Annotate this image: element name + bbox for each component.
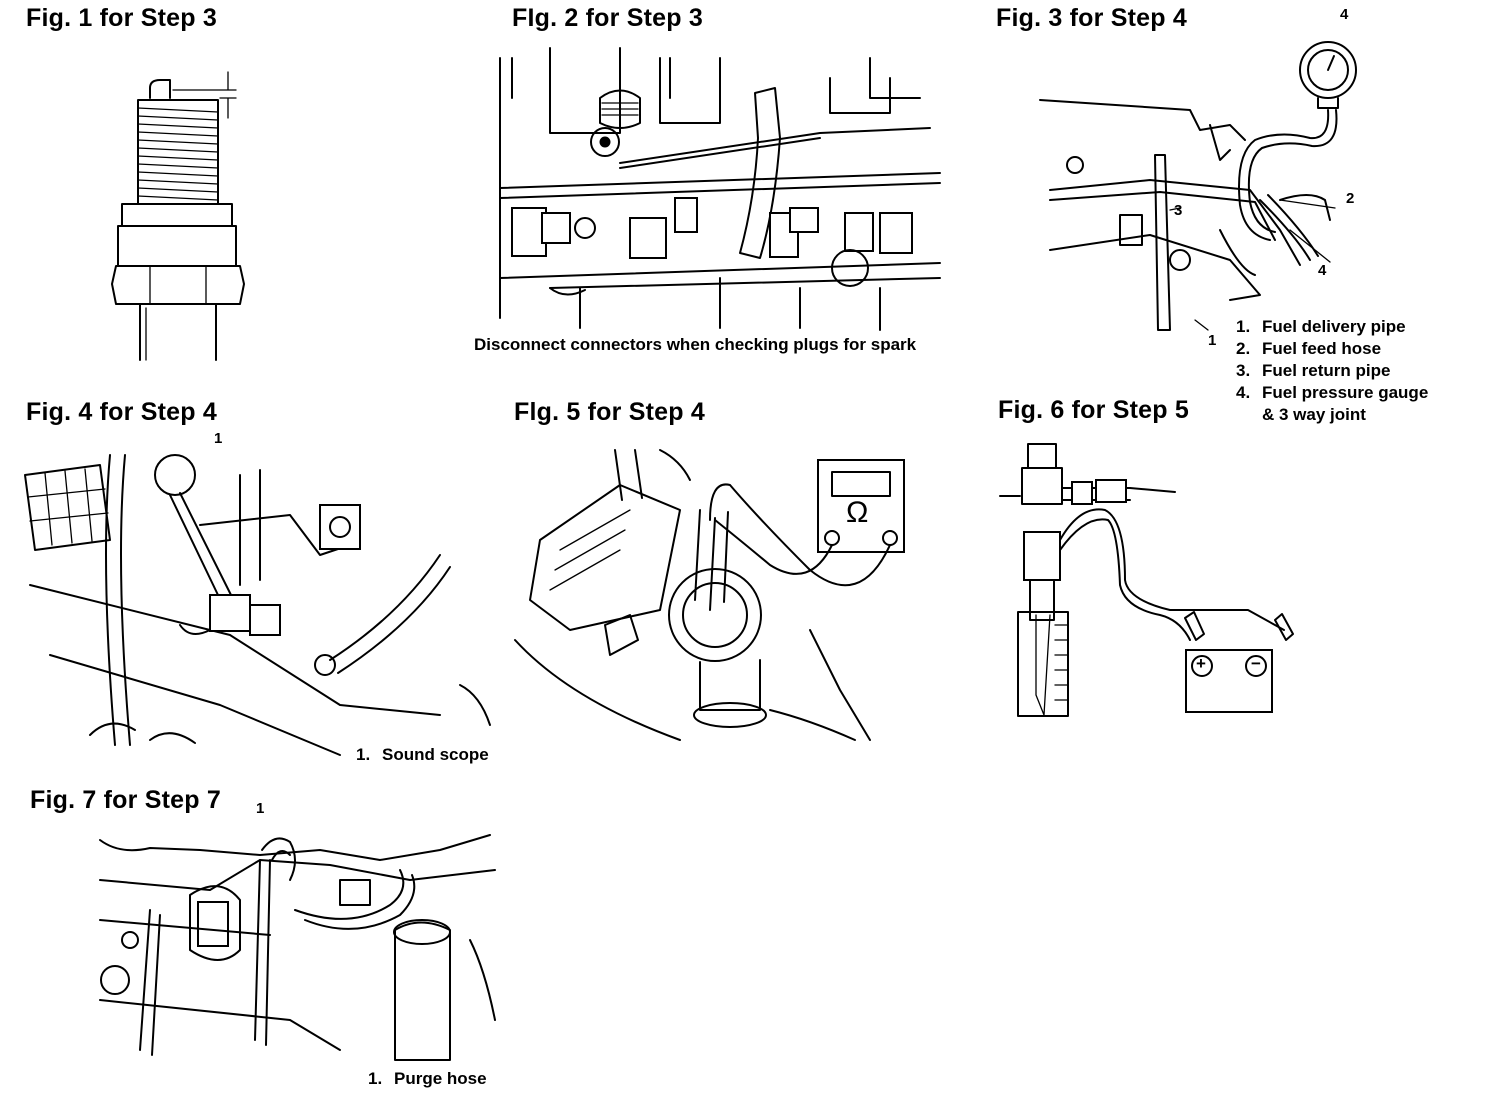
sound-scope-engine-illustration — [20, 445, 500, 765]
fig1-title: Fig. 1 for Step 3 — [26, 4, 217, 32]
fig3-legend: 1.Fuel delivery pipe 2.Fuel feed hose 3.… — [1236, 316, 1428, 426]
fig3-legend-item: 4.Fuel pressure gauge — [1236, 383, 1429, 402]
fig5-title: Flg. 5 for Step 4 — [514, 398, 705, 426]
spark-plug-illustration — [100, 60, 260, 365]
fig3-legend-item: & 3 way joint — [1262, 405, 1366, 424]
fig5-ohm-symbol: Ω — [846, 496, 869, 529]
fig3-callout-1: 1 — [1208, 332, 1217, 349]
fig2-title: FIg. 2 for Step 3 — [512, 4, 703, 32]
fig4-legend-item: 1.Sound scope — [356, 745, 489, 764]
fig7-legend: 1.Purge hose — [368, 1068, 487, 1090]
fig2-caption: Disconnect connectors when checking plug… — [474, 335, 917, 354]
battery-negative-terminal: − — [1251, 654, 1261, 673]
fig3-legend-item: 1.Fuel delivery pipe — [1236, 317, 1406, 336]
battery-positive-terminal: + — [1196, 654, 1206, 673]
fig4-callout-1: 1 — [214, 430, 223, 447]
fig3-callout-4-bottom: 4 — [1318, 262, 1327, 279]
fig3-legend-item: 2.Fuel feed hose — [1236, 339, 1382, 358]
fig6-title: Fig. 6 for Step 5 — [998, 396, 1189, 424]
fig4-title: Fig. 4 for Step 4 — [26, 398, 217, 426]
fig3-callout-2: 2 — [1346, 190, 1355, 207]
fig4-legend: 1.Sound scope — [356, 744, 489, 766]
engine-ignition-connectors-illustration — [490, 38, 950, 330]
ohmmeter-injector-illustration — [510, 440, 950, 750]
fig7-callout-1: 1 — [256, 800, 265, 817]
fig3-legend-item: 3.Fuel return pipe — [1236, 361, 1391, 380]
fig7-title: Fig. 7 for Step 7 — [30, 786, 221, 814]
fuel-pressure-gauge-illustration — [1030, 30, 1370, 340]
fig3-callout-3: 3 — [1174, 202, 1183, 219]
injector-spray-test-illustration — [1000, 440, 1290, 720]
fig7-legend-item: 1.Purge hose — [368, 1069, 487, 1088]
fig3-title: Fig. 3 for Step 4 — [996, 4, 1187, 32]
purge-hose-illustration — [90, 820, 500, 1070]
fig3-callout-4-top: 4 — [1340, 6, 1349, 23]
